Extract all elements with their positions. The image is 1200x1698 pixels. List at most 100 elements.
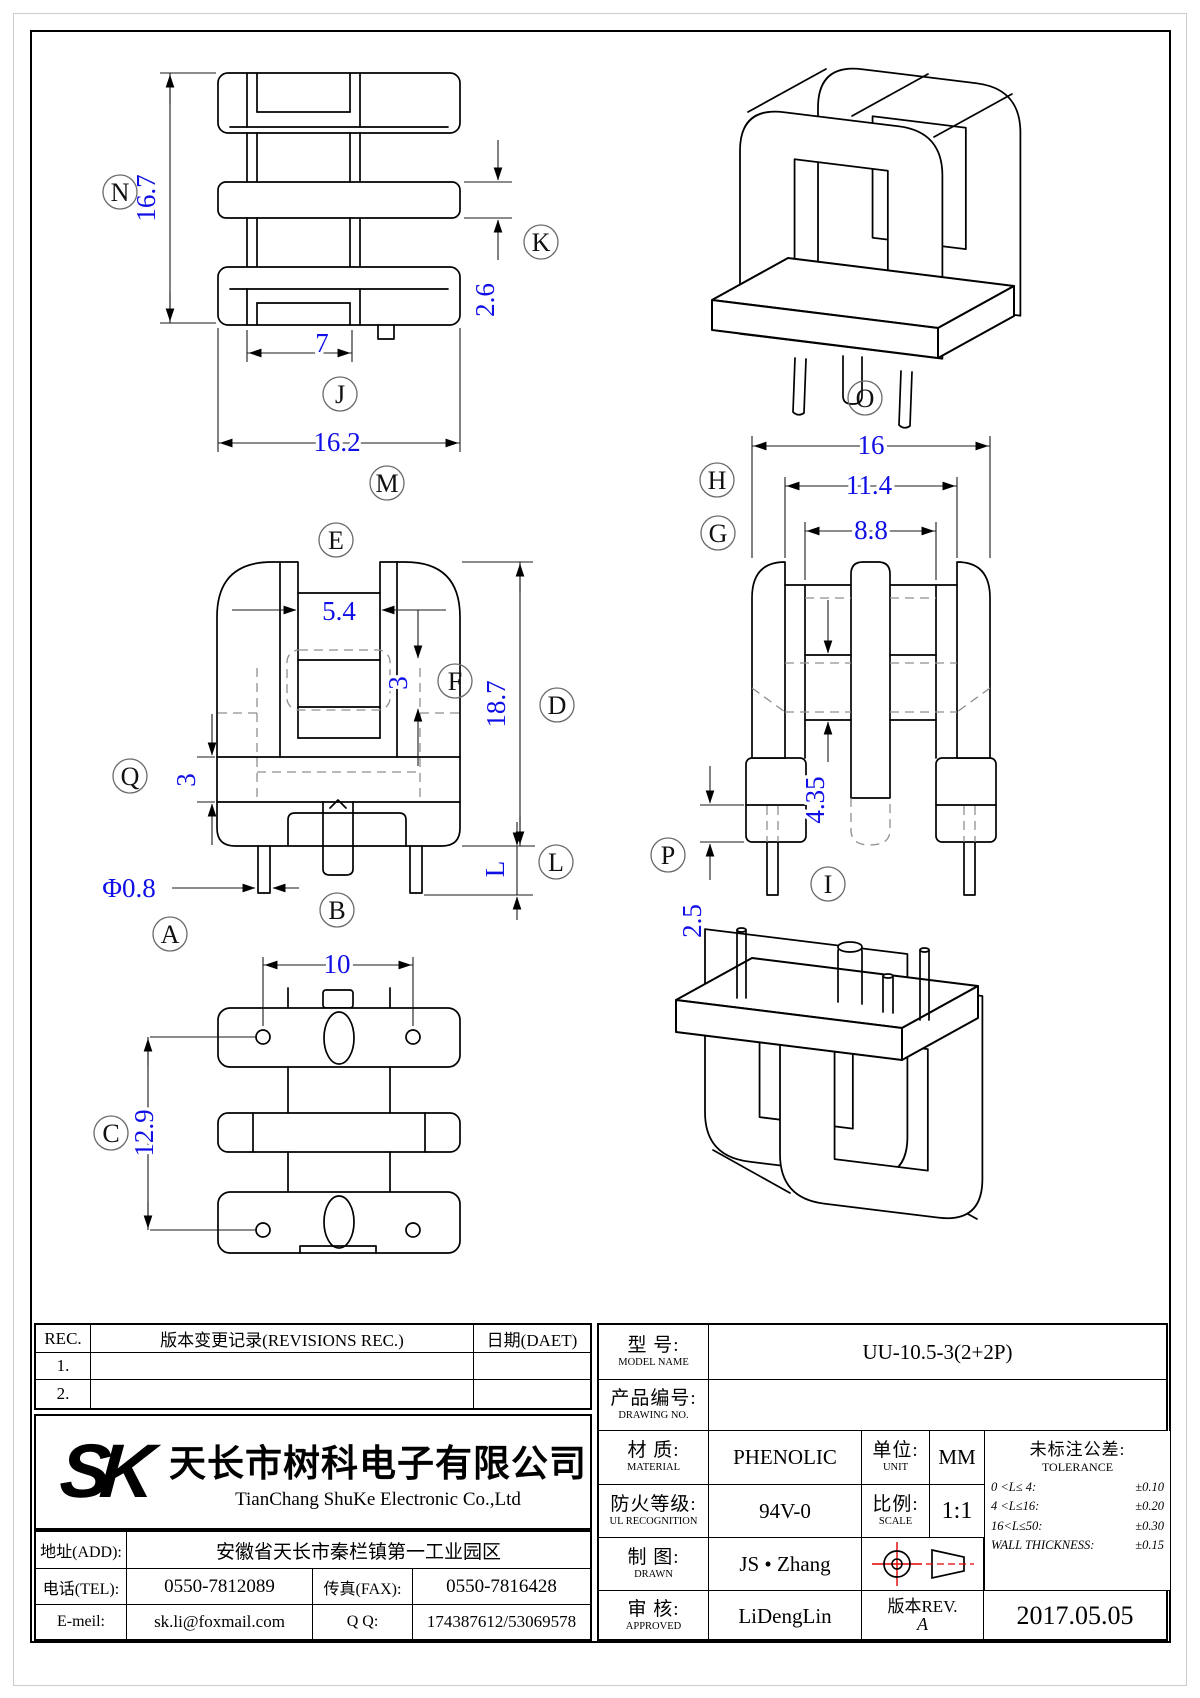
material-value: PHENOLIC	[709, 1431, 862, 1484]
svg-text:M: M	[375, 469, 398, 498]
drawing-no-value	[709, 1380, 1166, 1430]
front-pin-right	[409, 845, 423, 894]
tolerance-row: 0 <L≤ 4:±0.10	[991, 1480, 1164, 1494]
svg-text:7: 7	[315, 328, 329, 358]
revision-table: REC. 版本变更记录(REVISIONS REC.) 日期(DAET) 1. …	[34, 1323, 592, 1410]
balloon-M: M	[369, 465, 405, 501]
pin-hole	[405, 1222, 421, 1238]
drawing-no-label: 产品编号:DRAWING NO.	[599, 1380, 709, 1430]
balloon-L: L	[538, 844, 574, 880]
dim-side-width: 16	[751, 427, 991, 558]
tel-value: 0550-7812089	[127, 1569, 313, 1604]
svg-text:16.7: 16.7	[131, 174, 161, 221]
svg-text:16: 16	[858, 430, 885, 460]
dim-row-pitch: 12.9	[126, 1036, 257, 1231]
revision-cell: 版本REV.A	[862, 1591, 984, 1641]
company-logo: SK	[57, 1429, 147, 1514]
svg-text:H: H	[708, 466, 727, 495]
balloon-N: N	[102, 174, 138, 210]
dim-window-width: 5.4	[232, 593, 446, 630]
tolerance-row: 16<L≤50:±0.30	[991, 1518, 1164, 1533]
ul-label: 防火等级:UL RECOGNITION	[599, 1485, 709, 1537]
balloon-F: F	[437, 663, 473, 699]
balloon-K: K	[523, 224, 559, 260]
svg-text:L: L	[548, 848, 564, 877]
balloon-P: P	[650, 837, 686, 873]
pin-hole	[405, 1029, 421, 1045]
spec-block: 型 号:MODEL NAME UU-10.5-3(2+2P) 产品编号:DRAW…	[597, 1323, 1170, 1641]
ul-value: 94V-0	[709, 1485, 862, 1537]
date-value: 2017.05.05	[1016, 1601, 1134, 1630]
svg-text:B: B	[328, 896, 345, 925]
email-label: E-meil:	[36, 1605, 127, 1639]
side-lobe-right	[956, 561, 991, 759]
unit-value: MM	[938, 1445, 976, 1469]
dim-side-width3: 8.8	[804, 512, 937, 580]
svg-text:F: F	[448, 667, 462, 696]
svg-text:K: K	[532, 228, 551, 257]
svg-text:C: C	[102, 1119, 119, 1148]
side-lobe-left	[751, 561, 786, 759]
bottom-view	[217, 987, 461, 1254]
top-view	[217, 72, 461, 340]
address-label: 地址(ADD):	[36, 1532, 127, 1568]
center-slot	[323, 1011, 355, 1065]
dim-side-width2: 11.4	[784, 467, 958, 558]
side-seat-right	[935, 757, 997, 843]
svg-text:2.5: 2.5	[677, 904, 707, 938]
svg-text:8.8: 8.8	[854, 515, 888, 545]
company-name-en: TianChang ShuKe Electronic Co.,Ltd	[235, 1489, 521, 1510]
balloon-I: I	[810, 866, 846, 902]
balloon-J: J	[322, 376, 358, 412]
iso-pin-up	[919, 949, 930, 1021]
svg-text:Φ0.8: Φ0.8	[102, 873, 156, 903]
iso-pin	[898, 370, 913, 429]
tolerance-title-en: TOLERANCE	[1041, 1460, 1114, 1474]
contact-block: 地址(ADD): 安徽省天长市秦栏镇第一工业园区 电话(TEL): 0550-7…	[34, 1530, 592, 1641]
balloon-A: A	[152, 916, 188, 952]
svg-text:N: N	[111, 178, 130, 207]
drawn-value: JS • Zhang	[709, 1538, 862, 1590]
rev-col-rec: REC.	[36, 1325, 91, 1353]
balloon-B: B	[319, 892, 355, 928]
dim-window-height: 3	[380, 610, 423, 766]
fax-value: 0550-7816428	[446, 1575, 557, 1597]
tolerance-row: WALL THICKNESS:±0.15	[991, 1538, 1164, 1553]
material-label: 材 质:MATERIAL	[599, 1431, 709, 1484]
dim-top-height: 16.7	[128, 72, 216, 324]
dim-band-height: 4.35	[797, 600, 834, 827]
side-pin-right	[963, 841, 976, 896]
svg-text:I: I	[824, 870, 833, 899]
model-value: UU-10.5-3(2+2P)	[862, 1339, 1013, 1364]
iso-view-upper	[711, 62, 1022, 429]
company-name-cn: 天长市树科电子有限公司	[169, 1444, 587, 1485]
side-seat-left	[745, 757, 807, 843]
dim-seat-height: 2.5	[674, 766, 744, 941]
qq-label: Q Q:	[313, 1605, 413, 1639]
rev-col-desc: 版本变更记录(REVISIONS REC.)	[91, 1325, 474, 1353]
svg-text:L: L	[480, 861, 510, 878]
company-block: SK 天长市树科电子有限公司 TianChang ShuKe Electroni…	[34, 1414, 592, 1530]
iso-view-lower	[675, 927, 984, 1224]
svg-text:P: P	[661, 841, 675, 870]
approved-label: 审 核:APPROVED	[599, 1591, 709, 1641]
qq-value: 174387612/53069578	[426, 1612, 577, 1631]
front-view	[216, 561, 461, 894]
front-pin-left	[257, 845, 271, 894]
pin-hole	[255, 1029, 271, 1045]
model-label: 型 号:MODEL NAME	[599, 1325, 709, 1379]
svg-text:18.7: 18.7	[481, 680, 511, 727]
svg-text:G: G	[709, 519, 728, 548]
rev-col-date: 日期(DAET)	[474, 1325, 590, 1353]
projection-symbol-cell	[862, 1538, 984, 1590]
drawn-label: 制 图:DRAWN	[599, 1538, 709, 1590]
side-pin-left	[766, 841, 779, 896]
iso-center-tab	[842, 355, 863, 405]
email-value: sk.li@foxmail.com	[127, 1605, 313, 1639]
balloon-D: D	[539, 687, 575, 723]
dim-hole-pitch: 10	[262, 946, 414, 1026]
tolerance-box: 未标注公差: TOLERANCE 0 <L≤ 4:±0.10 4 <L≤16:±…	[984, 1431, 1170, 1591]
svg-text:A: A	[161, 920, 180, 949]
dim-pin-length: L	[424, 822, 533, 920]
balloon-O: O	[847, 380, 883, 416]
